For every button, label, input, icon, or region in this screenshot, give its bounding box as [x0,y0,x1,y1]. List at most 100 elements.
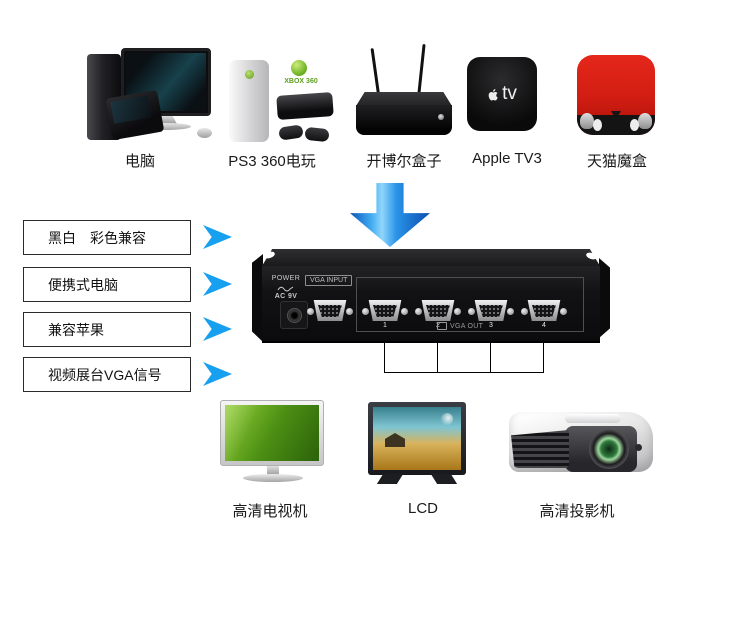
projector-sensor [635,444,642,451]
projector-lens [589,429,629,469]
source-label-tmall: 天猫魔盒 [586,153,647,170]
chevron-right-icon [203,225,232,249]
feature-label: 兼容苹果 [48,321,104,338]
settop-box-knob [438,114,444,120]
connection-bus-line [384,372,544,373]
rack-ear-left [252,254,263,342]
vga-screw [454,308,461,315]
chevron-right-icon [203,317,232,341]
vga-screw [560,308,567,315]
tmall-cat-eye [593,119,602,131]
house-icon [385,433,405,447]
vga-input-label: VGA INPUT [305,275,353,286]
monitor-icon [437,322,447,330]
xbox-power-button [245,70,254,79]
xbox360-sphere-icon [291,60,307,76]
vga-pins [532,305,556,317]
vga-screw [521,308,528,315]
projector-illustration [503,396,659,496]
source-label-computer: 电脑 [124,153,155,170]
gamepad-icon [304,126,330,143]
feature-box-bw-color: 黑白 彩色兼容 [23,220,191,255]
output-label-projector: 高清投影机 [539,503,615,520]
port-number-1: 1 [383,322,387,329]
antenna-icon [370,48,381,98]
projector-grille [511,430,569,468]
vga-out-label-group: VGA OUT [437,322,483,330]
tmall-box-illustration [577,55,655,137]
kaiboer-box-illustration [356,43,454,144]
vga-screw [401,308,408,315]
xbox360-logo: XBOX 360 [284,78,318,85]
source-label-apple-tv: Apple TV3 [472,150,542,167]
antenna-icon [417,43,426,95]
lcd-foot [430,474,458,484]
power-label: POWER [271,275,301,282]
source-label-kaiboer: 开博尔盒子 [366,153,442,170]
vga-screw [307,308,314,315]
feature-label: 黑白 彩色兼容 [48,229,146,246]
rack-ear-right [599,258,610,338]
hdtv-stand-base [243,474,303,482]
vga-output-port-3 [468,299,514,323]
apple-logo-icon [488,88,498,101]
vga-pins [318,305,342,317]
feature-box-portable-pc: 便携式电脑 [23,267,191,302]
connection-line [490,341,491,372]
tmall-cat-ear [580,113,594,129]
hdtv-illustration [220,398,326,490]
output-label-hdtv: 高清电视机 [232,503,308,520]
vga-screw [346,308,353,315]
ac-wave-icon [277,286,294,292]
computer-illustration [85,42,215,148]
vga-screw [468,308,475,315]
gamepad-icon [278,124,304,141]
lcd-foot [376,474,404,484]
mouse-icon [197,128,212,138]
settop-box-top [356,92,452,106]
feature-box-vga-signal: 视频展台VGA信号 [23,357,191,392]
connection-line [437,341,438,372]
dc-power-jack [287,308,302,323]
chevron-right-icon [203,362,232,386]
vga-screw [507,308,514,315]
game-consoles-illustration: XBOX 360 [225,52,337,148]
hdtv-stand-neck [267,466,279,475]
vga-output-port-2 [415,299,461,323]
apple-tv-box: tv [467,57,537,131]
moon-icon [441,413,453,425]
feature-label: 便携式电脑 [48,276,118,293]
down-arrow-icon [350,183,430,247]
port-number-3: 3 [489,322,493,329]
feature-label: 视频展台VGA信号 [48,366,162,383]
apple-tv-illustration: tv [467,57,537,133]
vga-screw [362,308,369,315]
port-number-2: 2 [436,322,440,329]
monitor-base [141,123,191,130]
projector-top-detail [565,414,621,423]
lcd-frame [368,402,466,475]
laptop-icon [105,89,165,141]
output-label-lcd: LCD [407,500,438,517]
source-label-ps3-360: PS3 360电玩 [228,153,316,170]
vga-output-port-4 [521,299,567,323]
chevron-right-icon [203,272,232,296]
computer-monitor-icon [121,48,211,116]
hdtv-screen [225,405,319,461]
vga-output-port-1 [362,299,408,323]
monitor-stand [155,116,177,124]
vga-pins [373,305,397,317]
ps3-console-icon [276,92,334,120]
hdtv-frame [220,400,324,466]
vga-pins [426,305,450,317]
feature-box-apple-compatible: 兼容苹果 [23,312,191,347]
switcher-top-face [262,249,600,266]
connection-line [543,341,544,372]
vga-out-label: VGA OUT [450,322,484,330]
connection-line [384,341,385,372]
dc-jack-plate [280,301,308,329]
vga-screw [415,308,422,315]
vga-pins [479,305,503,317]
tmall-cat-eye [630,119,639,131]
